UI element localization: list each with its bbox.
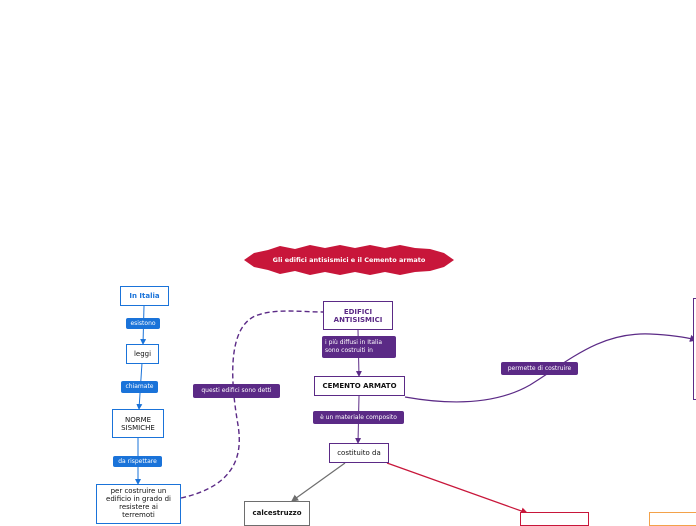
node-edifici-antisismici[interactable]: EDIFICI ANTISISMICI xyxy=(323,301,393,330)
link-da-rispettare[interactable]: da rispettare xyxy=(113,456,162,467)
edge-permette xyxy=(404,333,696,403)
node-costituito-da[interactable]: costituito da xyxy=(329,443,389,463)
node-leggi[interactable]: leggi xyxy=(126,344,159,364)
link-permette-costruire[interactable]: permette di costruire xyxy=(501,362,578,375)
link-materiale-composito[interactable]: è un materiale composito xyxy=(313,411,404,424)
node-red-offscreen[interactable] xyxy=(520,512,589,526)
node-norme-sismiche[interactable]: NORME SISMICHE xyxy=(112,409,164,438)
node-costruire-edificio[interactable]: per costruire un edificio in grado di re… xyxy=(96,484,181,524)
edge-costituito-red xyxy=(386,462,529,515)
node-calcestruzzo[interactable]: calcestruzzo xyxy=(244,501,310,526)
node-cemento-armato[interactable]: CEMENTO ARMATO xyxy=(314,376,405,396)
node-right-offscreen[interactable] xyxy=(693,298,696,400)
title-banner-shape xyxy=(244,245,454,275)
link-chiamate[interactable]: chiamate xyxy=(121,381,158,393)
link-esistono[interactable]: esistono xyxy=(126,318,160,329)
edge-questi-edifici xyxy=(180,310,324,499)
link-questi-edifici[interactable]: questi edifici sono detti xyxy=(193,384,280,398)
node-orange-offscreen[interactable] xyxy=(649,512,696,526)
edge-costituito-calcestruzzo xyxy=(291,462,346,502)
link-piu-diffusi[interactable]: i più diffusi in Italia sono costruiti i… xyxy=(322,336,396,358)
node-in-italia[interactable]: In Italia xyxy=(120,286,169,306)
title-text: Gli edifici antisismici e il Cemento arm… xyxy=(272,256,426,264)
